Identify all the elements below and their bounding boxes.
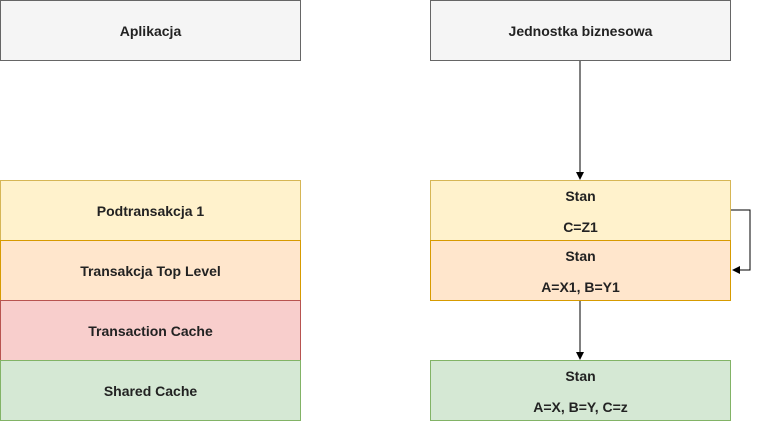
layer-transaction-cache-label: Transaction Cache xyxy=(88,322,213,339)
layer-top-level-transaction-label: Transakcja Top Level xyxy=(80,262,221,279)
state-subtransaction-value: C=Z1 xyxy=(563,219,598,235)
layer-shared-cache-label: Shared Cache xyxy=(103,382,198,399)
application-header: Aplikacja xyxy=(0,0,301,61)
arrow-state-to-state xyxy=(731,209,751,274)
business-unit-header-label: Jednostka biznesowa xyxy=(508,22,653,39)
business-unit-header: Jednostka biznesowa xyxy=(430,0,731,61)
application-header-label: Aplikacja xyxy=(119,22,182,39)
layer-shared-cache: Shared Cache xyxy=(0,360,301,421)
state-subtransaction: Stan C=Z1 xyxy=(430,180,731,241)
state-top-level: Stan A=X1, B=Y1 xyxy=(430,240,731,301)
layer-subtransaction-label: Podtransakcja 1 xyxy=(96,202,205,219)
state-shared-cache: Stan A=X, B=Y, C=z xyxy=(430,360,731,421)
state-subtransaction-title: Stan xyxy=(565,188,596,204)
state-top-level-value: A=X1, B=Y1 xyxy=(541,279,620,295)
state-top-level-title: Stan xyxy=(565,248,596,264)
state-shared-cache-title: Stan xyxy=(565,368,596,384)
state-shared-cache-value: A=X, B=Y, C=z xyxy=(533,399,628,415)
layer-top-level-transaction: Transakcja Top Level xyxy=(0,240,301,301)
